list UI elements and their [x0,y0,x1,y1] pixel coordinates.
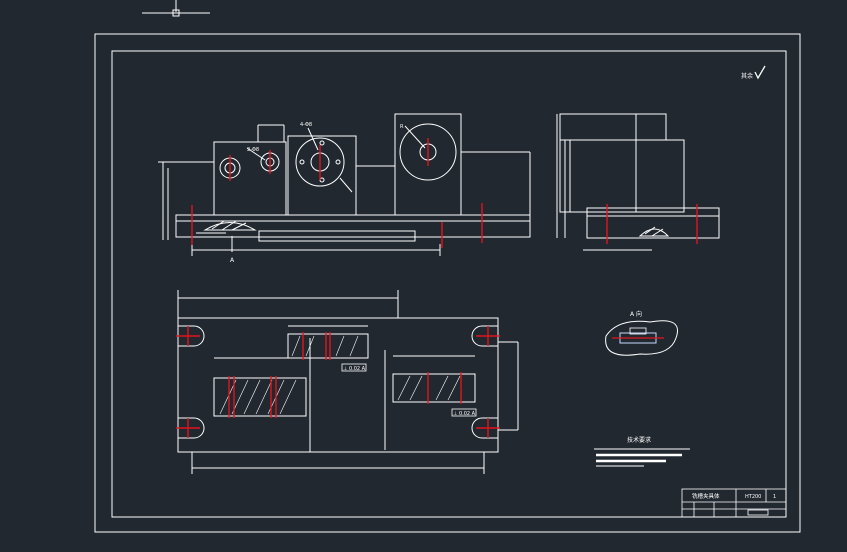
front-view-labels: 2-Φ8 4-Φ8 R A [230,122,404,264]
side-view [556,113,720,251]
datum-a-label: A [230,257,235,264]
tech-requirements: 技术要求 [594,436,690,467]
dim-radius: R [400,124,404,130]
front-view [158,113,531,256]
title-quantity: 1 [773,494,776,500]
title-drawing-name: 铣槽夹具体 [692,492,720,500]
detail-a-label: A 向 [630,310,642,318]
front-view-centerlines [191,138,483,248]
plan-view-tolerances: ⊥ 0.02 A ⊥ 0.02 A [341,363,477,417]
outer-frame [94,33,801,533]
detail-a-view: A 向 [605,310,678,356]
tech-req-title: 技术要求 [627,436,651,444]
surface-finish-note: 其余 [741,65,766,80]
roughness-check-icon [754,65,766,80]
title-block: 铣槽夹具体 HT200 1 [681,488,787,518]
plan-view-centerlines [176,326,500,438]
crosshair-cursor-icon [142,0,210,17]
tolerance-box-1: ⊥ 0.02 A [343,366,366,372]
inner-frame [111,50,787,518]
side-view-centerlines [606,204,698,244]
plan-view [177,290,519,474]
title-material: HT200 [745,494,761,500]
tolerance-box-2: ⊥ 0.02 A [453,411,476,417]
dim-hole-pair: 2-Φ8 [247,147,259,153]
surface-finish-text: 其余 [741,72,753,80]
dim-hole-four: 4-Φ8 [300,122,312,128]
